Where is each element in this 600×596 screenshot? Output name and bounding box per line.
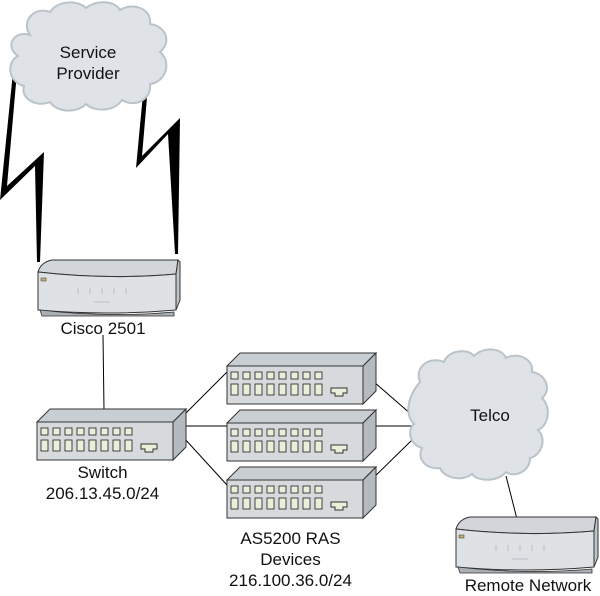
port-icon: [314, 371, 323, 380]
port-icon: [290, 485, 299, 494]
uplink-port-icon: [140, 443, 158, 453]
port-icon: [124, 439, 133, 452]
port-icon: [314, 428, 323, 437]
switch-label-line1: Switch: [77, 463, 128, 482]
service-provider-label-line1: Service: [59, 43, 117, 62]
port-icon: [242, 383, 251, 396]
port-icon: [242, 440, 251, 453]
port-icon: [100, 439, 109, 452]
port-icon: [52, 427, 61, 436]
port-icon: [266, 371, 275, 380]
port-icon: [254, 371, 263, 380]
telco-label: Telco: [470, 406, 510, 425]
ras-label: AS5200 RAS Devices 216.100.36.0/24: [208, 528, 373, 591]
port-icon: [242, 428, 251, 437]
port-icon: [266, 497, 275, 510]
port-icon: [242, 485, 251, 494]
device-top: [225, 409, 378, 424]
port-icon: [302, 428, 311, 437]
port-icon: [302, 440, 311, 453]
port-icon: [254, 485, 263, 494]
port-icon: [278, 371, 287, 380]
port-icon: [290, 371, 299, 380]
port-icon: [290, 440, 299, 453]
cisco-2501-router-icon[interactable]: [37, 259, 181, 317]
device-top: [35, 408, 188, 423]
uplink-port-icon: [330, 501, 348, 511]
ras-device-3-icon[interactable]: [225, 465, 378, 520]
port-icon: [254, 497, 263, 510]
switch-label-line2: 206.13.45.0/24: [45, 484, 160, 503]
port-icon: [278, 497, 287, 510]
uplink-port-icon: [330, 444, 348, 454]
port-icon: [242, 497, 251, 510]
switch-icon[interactable]: [35, 407, 188, 462]
port-icon: [230, 383, 239, 396]
port-icon: [254, 428, 263, 437]
port-icon: [266, 383, 275, 396]
ras-label-line2: Devices: [260, 550, 321, 569]
port-icon: [290, 428, 299, 437]
port-icon: [266, 440, 275, 453]
port-icon: [112, 439, 121, 452]
service-provider-label-line2: Provider: [56, 64, 120, 83]
port-icon: [230, 440, 239, 453]
ras-label-line3: 216.100.36.0/24: [229, 571, 352, 590]
service-provider-cloud: [9, 1, 168, 112]
ras-device-1-icon[interactable]: [225, 351, 378, 406]
port-icon: [278, 428, 287, 437]
port-icon: [112, 427, 121, 436]
port-icon: [302, 485, 311, 494]
port-icon: [88, 439, 97, 452]
port-icon: [314, 383, 323, 396]
port-icon: [242, 371, 251, 380]
port-icon: [76, 439, 85, 452]
port-icon: [302, 497, 311, 510]
ras-device-2-icon[interactable]: [225, 408, 378, 463]
port-icon: [314, 440, 323, 453]
serial-link-right: [136, 62, 180, 254]
port-icon: [40, 439, 49, 452]
device-top: [225, 352, 378, 367]
service-provider-label: Service Provider: [38, 42, 138, 84]
port-icon: [254, 440, 263, 453]
port-icon: [100, 427, 109, 436]
port-icon: [302, 371, 311, 380]
port-icon: [64, 427, 73, 436]
port-icon: [64, 439, 73, 452]
port-icon: [278, 485, 287, 494]
port-icon: [254, 383, 263, 396]
link-cisco-switch: [102, 334, 105, 411]
port-icon: [88, 427, 97, 436]
remote-network-label: Remote Network: [464, 576, 592, 595]
remote-network-router-icon[interactable]: [455, 516, 599, 574]
device-top: [225, 466, 378, 481]
port-icon: [230, 497, 239, 510]
port-icon: [314, 485, 323, 494]
port-icon: [230, 428, 239, 437]
port-icon: [278, 440, 287, 453]
link-telco-remote: [505, 475, 519, 524]
port-icon: [266, 428, 275, 437]
ras-label-line1: AS5200 RAS: [240, 529, 341, 548]
switch-label: Switch 206.13.45.0/24: [25, 462, 180, 504]
port-icon: [290, 497, 299, 510]
port-icon: [290, 383, 299, 396]
port-icon: [302, 383, 311, 396]
cisco-label: Cisco 2501: [60, 319, 146, 338]
port-icon: [40, 427, 49, 436]
port-icon: [52, 439, 61, 452]
uplink-port-icon: [330, 387, 348, 397]
port-icon: [266, 485, 275, 494]
serial-link-left: [0, 72, 44, 262]
telco-cloud: [407, 348, 549, 481]
port-icon: [230, 371, 239, 380]
port-icon: [124, 427, 133, 436]
port-icon: [314, 497, 323, 510]
port-icon: [76, 427, 85, 436]
port-icon: [230, 485, 239, 494]
port-icon: [278, 383, 287, 396]
